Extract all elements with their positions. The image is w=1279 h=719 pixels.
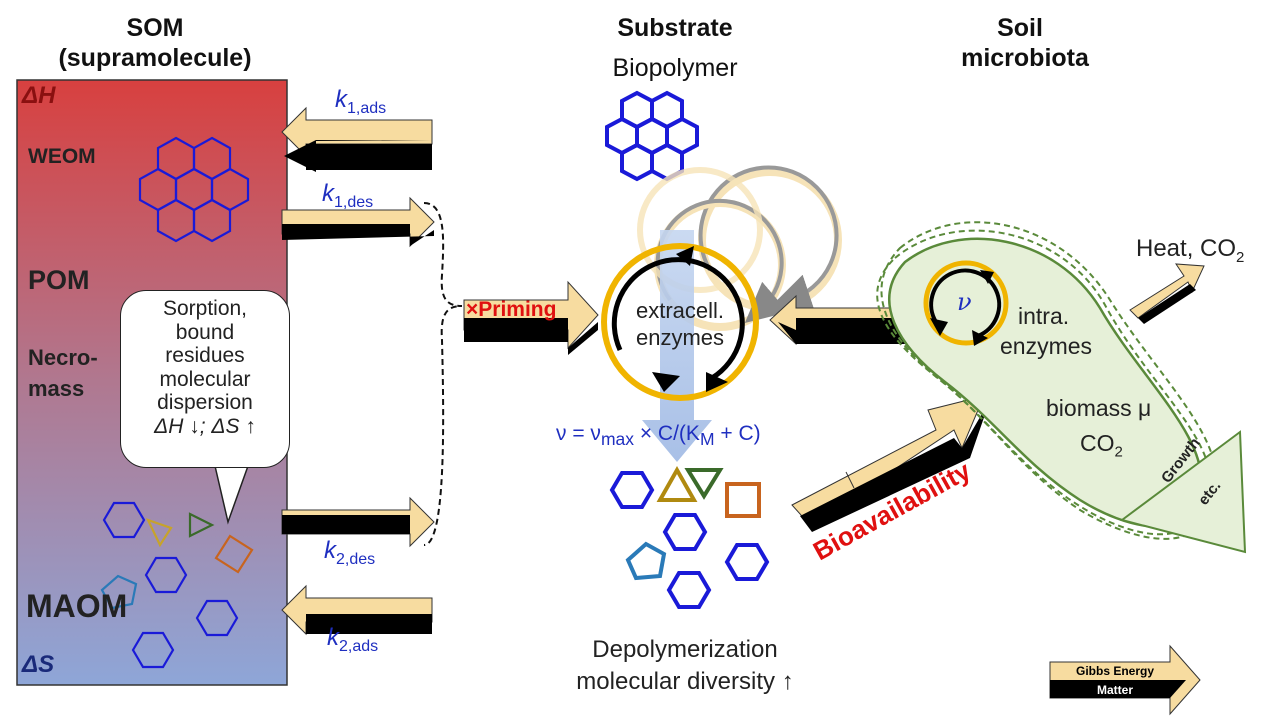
enzyme-label-line1: extracell. — [635, 298, 725, 323]
necromass-label-line1: Necro- — [28, 345, 98, 370]
pom-label: POM — [28, 265, 90, 295]
k1-ads-label: k1,ads — [335, 86, 387, 117]
callout-line: dispersion — [157, 391, 253, 414]
callout-entropy-line: ΔH ↓; ΔS ↑ — [154, 414, 256, 438]
som-header-line2: (supramolecule) — [58, 44, 252, 72]
k2-ads-arrow — [281, 584, 433, 636]
k1-ads-arrow — [281, 106, 433, 172]
biomass-co2-label: CO2 — [1080, 430, 1123, 461]
k2-des-label: k2,des — [324, 537, 376, 568]
legend-energy-label: Gibbs Energy — [1075, 664, 1155, 678]
callout-line: bound — [175, 320, 235, 344]
biopolymer-label: Biopolymer — [612, 54, 738, 82]
bioavailability-arrow — [791, 395, 990, 532]
delta-s-label: ΔS — [22, 651, 55, 678]
substrate-header: Substrate — [617, 14, 733, 42]
soil-header-line1: Soil — [997, 14, 1043, 42]
depolymerization-line1: Depolymerization — [592, 636, 778, 663]
sorption-callout: Sorption, bound residues molecular dispe… — [120, 290, 290, 468]
depolymerization-line2: molecular diversity ↑ — [576, 668, 794, 695]
maom-molecules — [100, 501, 254, 669]
legend-arrow — [1049, 644, 1201, 716]
necromass-label-line2: mass — [28, 376, 85, 401]
som-header-line1: SOM — [126, 14, 184, 42]
depolymerized-molecules — [609, 465, 770, 609]
priming-arrow — [463, 280, 599, 355]
legend-matter-label: Matter — [1096, 683, 1133, 697]
dashed-bracket — [423, 202, 463, 546]
enzyme-label-line2: enzymes — [635, 325, 725, 350]
delta-h-label: ΔH — [22, 82, 56, 109]
callout-line: residues — [165, 344, 245, 367]
intra-nu-symbol: ν — [957, 288, 972, 316]
k2-des-arrow — [281, 496, 435, 548]
weom-hex-cluster — [138, 136, 250, 243]
intra-enzyme-line2: enzymes — [1000, 333, 1093, 359]
heat-co2-label: Heat, CO2 — [1136, 235, 1245, 266]
maom-label: MAOM — [26, 588, 128, 624]
intra-enzyme-line1: intra. — [1018, 303, 1070, 329]
depolymerization-flux-arrow — [642, 230, 712, 462]
soil-header-line2: microbiota — [961, 44, 1089, 72]
heat-arrow — [1129, 263, 1205, 324]
k1-des-arrow — [281, 196, 435, 248]
callout-line: molecular — [159, 367, 251, 391]
michaelis-menten-equation: ν = νmax × C/(KM + C) — [556, 422, 761, 450]
biopolymer-hex-cluster — [605, 90, 699, 182]
k2-ads-label: k2,ads — [327, 624, 379, 655]
callout-line: Sorption, — [162, 297, 248, 320]
weom-label: WEOM — [28, 145, 96, 168]
k1-des-label: k1,des — [322, 180, 374, 211]
extracellular-enzyme-ring — [601, 243, 759, 401]
priming-label: ×Priming — [466, 298, 557, 321]
growth-arrow — [1119, 430, 1247, 554]
biomass-label: biomass μ — [1046, 395, 1152, 421]
microbe-to-enzyme-arrow — [769, 294, 911, 346]
intracellular-enzyme-ring — [923, 260, 1009, 346]
